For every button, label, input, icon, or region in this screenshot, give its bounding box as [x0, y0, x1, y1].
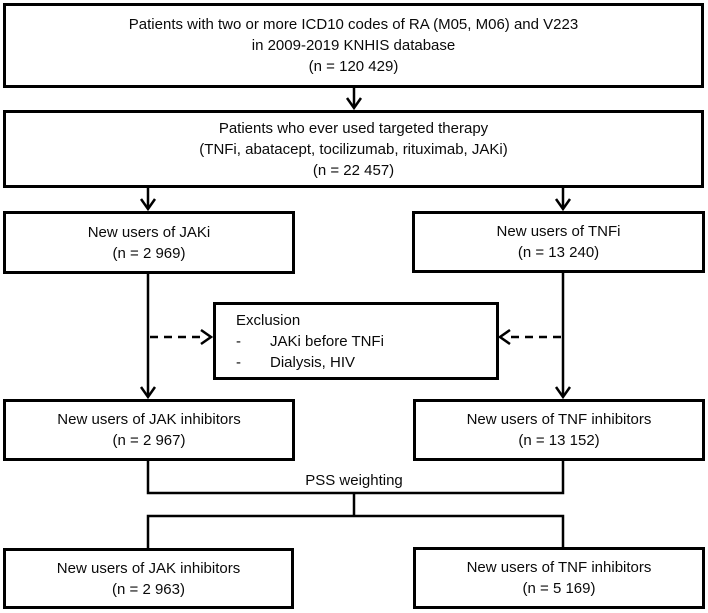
node-count: (n = 2 967): [112, 432, 186, 449]
exclusion-item: - JAKi before TNFi: [236, 331, 384, 352]
node-count: (n = 5 169): [522, 580, 596, 597]
node-count: (n = 13 152): [518, 432, 600, 449]
node-count: (n = 22 457): [312, 161, 395, 179]
arrow-down-icon: [554, 188, 572, 212]
node-text: Patients with two or more ICD10 codes of…: [128, 16, 579, 33]
node-count: (n = 2 963): [112, 580, 185, 598]
node-text: New users of TNFi: [496, 223, 621, 240]
node-count: (n = 120 429): [308, 58, 399, 75]
exclusion-title: Exclusion: [236, 311, 301, 329]
arrow-down-icon: [139, 188, 157, 212]
node-new-users-jaki: New users of JAKi (n = 2 969): [3, 211, 295, 274]
node-text: New users of JAK inhibitors: [57, 411, 241, 428]
node-text: New users of JAKi: [87, 223, 211, 241]
exclusion-item-text: JAKi before TNFi: [270, 332, 384, 350]
node-tnf-inhibitors-after-exclusion: New users of TNF inhibitors (n = 13 152): [413, 399, 705, 461]
split-bracket: [146, 514, 565, 549]
arrow-down-icon: [139, 274, 157, 400]
dashed-arrow-right-icon: [150, 328, 214, 346]
node-text: New users of TNF inhibitors: [466, 559, 652, 576]
node-text: (TNFi, abatacept, tocilizumab, rituximab…: [199, 140, 508, 158]
bullet-dash: -: [236, 353, 241, 371]
pss-weighting-label: PSS weighting: [305, 472, 403, 489]
node-count: (n = 2 969): [112, 244, 186, 262]
arrow-down-icon: [554, 273, 572, 400]
exclusion-item-text: Dialysis, HIV: [270, 353, 356, 371]
dashed-arrow-left-icon: [497, 328, 561, 346]
node-jak-inhibitors-after-exclusion: New users of JAK inhibitors (n = 2 967): [3, 399, 295, 461]
merge-bracket: [146, 461, 565, 495]
bullet-dash: -: [236, 332, 241, 350]
node-text: in 2009-2019 KNHIS database: [251, 37, 456, 54]
node-targeted-therapy: Patients who ever used targeted therapy …: [3, 110, 704, 188]
node-exclusion: Exclusion - JAKi before TNFi - Dialysis,…: [213, 302, 499, 380]
node-text: New users of TNF inhibitors: [466, 411, 652, 428]
node-text: Patients who ever used targeted therapy: [218, 119, 489, 137]
exclusion-item: - Dialysis, HIV: [236, 352, 355, 373]
node-tnf-inhibitors-weighted: New users of TNF inhibitors (n = 5 169): [413, 547, 705, 609]
node-new-users-tnfi: New users of TNFi (n = 13 240): [412, 211, 705, 273]
node-count: (n = 13 240): [517, 244, 600, 261]
node-icd10-cohort: Patients with two or more ICD10 codes of…: [3, 3, 704, 88]
node-jak-inhibitors-weighted: New users of JAK inhibitors (n = 2 963): [3, 548, 294, 609]
arrow-down-icon: [345, 88, 363, 111]
node-text: New users of JAK inhibitors: [56, 559, 241, 577]
